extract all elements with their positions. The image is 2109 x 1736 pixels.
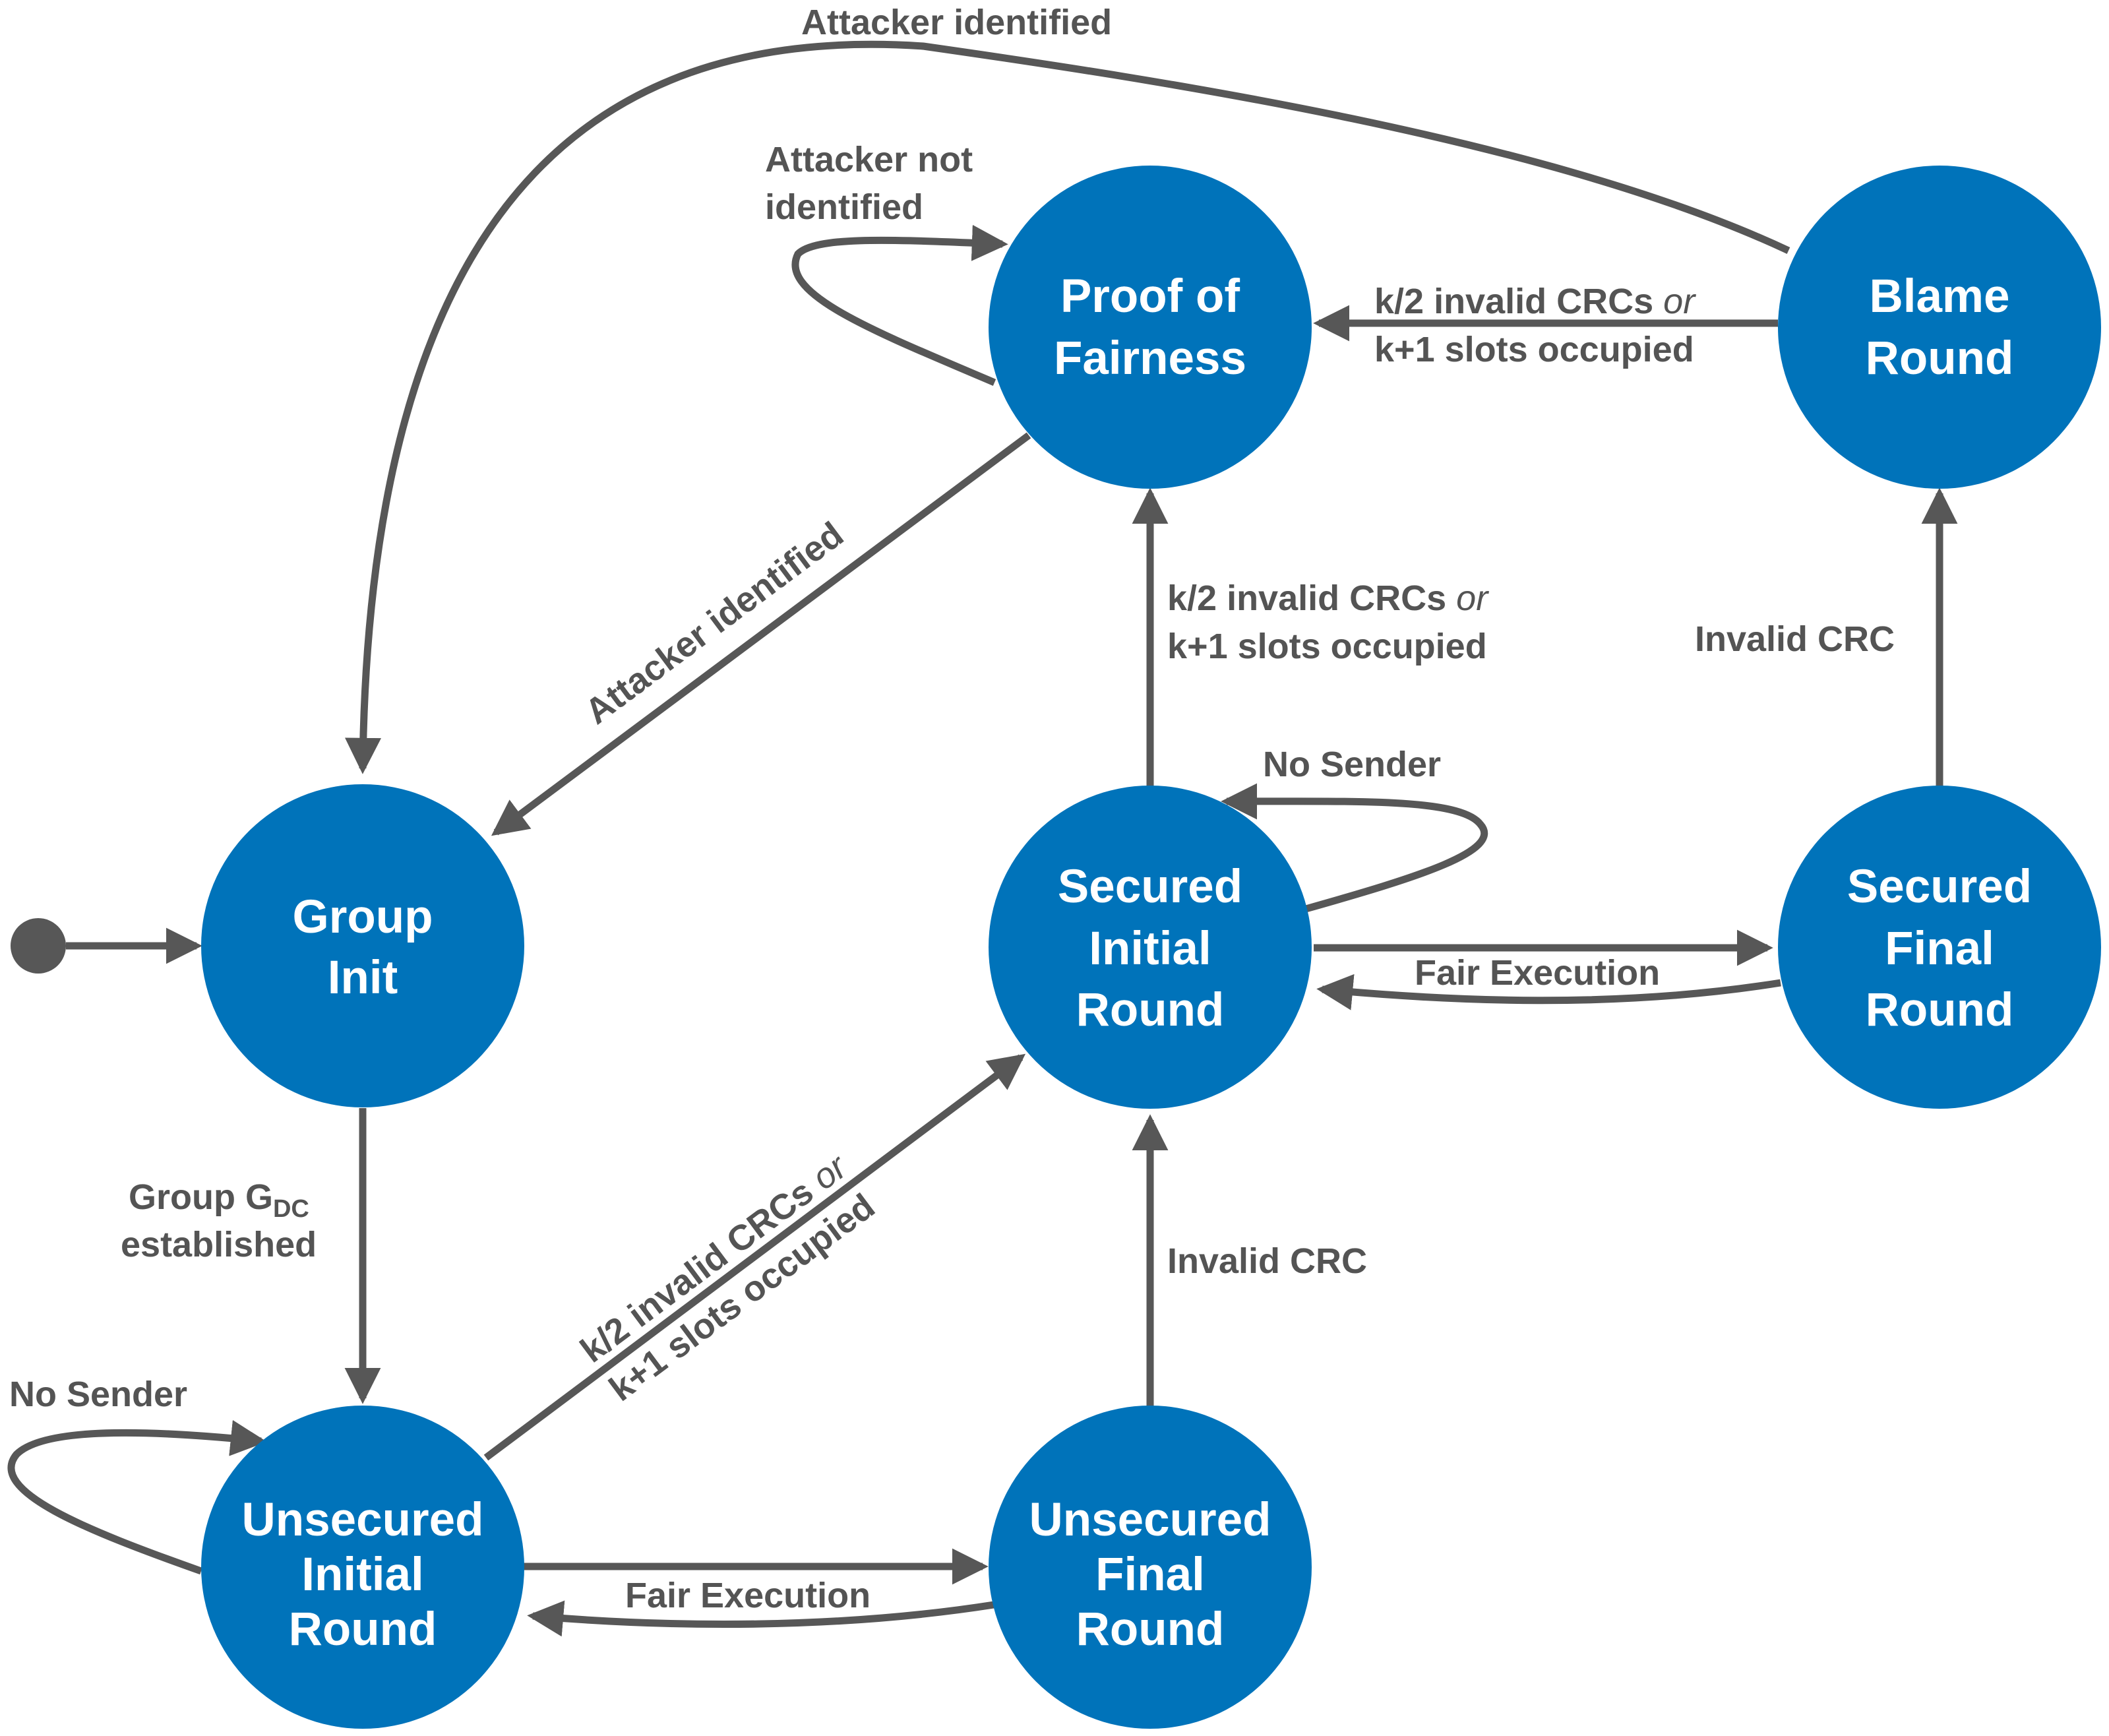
state-label-line: Secured — [1847, 861, 2032, 913]
edge-proof-self-loop — [791, 224, 1008, 387]
label-fair-execution-secured: Fair Execution — [1415, 953, 1660, 993]
label-attacker-not-identified-line1: Attacker not — [765, 140, 973, 179]
state-label-line: Initial — [301, 1549, 423, 1601]
state-label-line: Initial — [1089, 923, 1211, 975]
initial-state-dot — [11, 918, 66, 974]
label-attacker-identified-diag: Attacker identified — [578, 514, 851, 732]
state-label-line: Final — [1885, 923, 1994, 975]
state-label-line: Round — [1076, 1603, 1225, 1656]
label-text: k/2 invalid CRCs — [1167, 578, 1446, 618]
label-or: or — [1456, 578, 1489, 618]
label-invalid-crc-blame: Invalid CRC — [1695, 619, 1895, 659]
state-label-line: Round — [1866, 332, 2014, 385]
label-or: or — [1663, 282, 1696, 321]
state-label-line: Group — [293, 891, 433, 943]
label-subscript: DC — [273, 1195, 309, 1223]
state-label-line: Secured — [1058, 861, 1242, 913]
state-label-line: Final — [1095, 1549, 1205, 1601]
edge-blame-to-group-init — [345, 40, 1790, 774]
edge-proof-to-group-init — [491, 432, 1031, 836]
state-label-line: Fairness — [1054, 332, 1246, 385]
edge-secured-initial-self-loop — [1221, 783, 1488, 913]
edge-unsecured-initial-self-loop — [7, 1419, 267, 1575]
label-text: Group G — [129, 1177, 273, 1217]
edge-secured-final-to-secured-initial — [1316, 974, 1781, 1010]
edge-unsecured-final-to-unsecured-initial — [527, 1600, 994, 1637]
state-group-init: Group Init — [201, 784, 524, 1107]
state-label-line: Proof of — [1060, 270, 1240, 323]
label-text: k/2 invalid CRCs — [1374, 282, 1653, 321]
label-invalid-crc-secured: Invalid CRC — [1167, 1241, 1367, 1281]
state-unsecured-final-round: Unsecured Final Round — [989, 1406, 1312, 1729]
label-fair-execution-unsecured: Fair Execution — [625, 1576, 871, 1615]
state-label-line: Unsecured — [242, 1494, 484, 1546]
state-label-line: Round — [289, 1603, 437, 1656]
state-secured-final-round: Secured Final Round — [1778, 786, 2101, 1109]
label-attacker-not-identified-line2: identified — [765, 187, 923, 227]
label-no-sender-unsecured: No Sender — [9, 1375, 187, 1414]
transitions — [7, 40, 1958, 1637]
state-label-line: Round — [1866, 984, 2014, 1036]
state-label-line: Unsecured — [1029, 1494, 1271, 1546]
label-no-sender-secured: No Sender — [1263, 745, 1441, 784]
state-label-line: Blame — [1869, 270, 2009, 323]
state-proof-of-fairness: Proof of Fairness — [989, 166, 1312, 489]
label-secured-to-proof-line1: k/2 invalid CRCs or — [1167, 578, 1489, 618]
label-group-established-line1: Group GDC — [129, 1177, 309, 1223]
state-unsecured-initial-round: Unsecured Initial Round — [201, 1406, 524, 1729]
label-secured-to-proof-line2: k+1 slots occupied — [1167, 627, 1487, 666]
label-attacker-identified-top: Attacker identified — [801, 3, 1112, 42]
label-blame-to-proof-line2: k+1 slots occupied — [1374, 330, 1694, 369]
states: Group Init Unsecured Initial Round Unsec… — [201, 166, 2101, 1729]
state-secured-initial-round: Secured Initial Round — [989, 786, 1312, 1109]
state-label-line: Round — [1076, 984, 1225, 1036]
edge-unsecured-initial-to-secured-initial — [483, 1053, 1026, 1461]
label-group-established-line2: established — [121, 1225, 317, 1264]
state-label-line: Init — [328, 952, 398, 1004]
state-blame-round: Blame Round — [1778, 166, 2101, 489]
label-blame-to-proof-line1: k/2 invalid CRCs or — [1374, 282, 1696, 321]
